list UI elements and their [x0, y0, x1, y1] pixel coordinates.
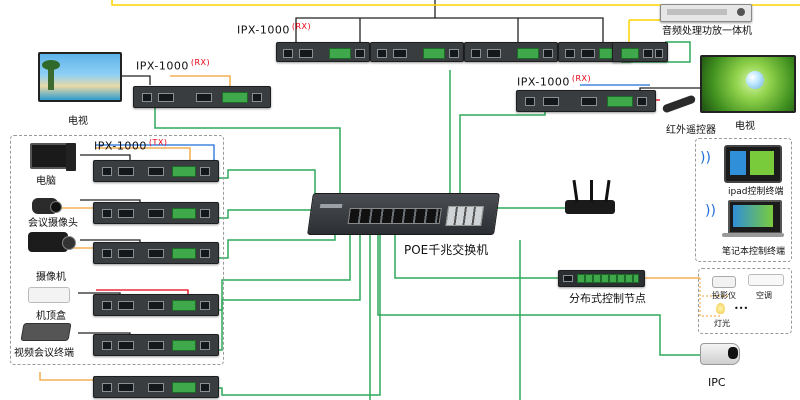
- tv-left-label: 电视: [68, 116, 88, 127]
- wifi-icon-laptop: )): [705, 203, 716, 219]
- ac-label: 空调: [756, 291, 772, 300]
- rx-left-tag: (RX): [190, 58, 211, 67]
- tv-left-screen: [38, 52, 122, 102]
- camcorder-icon: [28, 232, 68, 252]
- source-label-0: 电脑: [36, 176, 56, 187]
- tx-device-2: [93, 202, 219, 224]
- laptop-base-icon: [722, 233, 784, 237]
- rx-right-tag: (RX): [571, 74, 592, 83]
- light-bulb-icon: [716, 303, 725, 314]
- projector-label: 投影仪: [712, 291, 736, 300]
- tx-model: IPX-1000(TX): [94, 138, 167, 153]
- rx-top-model-name: IPX-1000: [237, 23, 290, 37]
- source-label-1: 会议摄像头: [28, 218, 78, 229]
- rx-top-2: [370, 42, 464, 62]
- rx-top-3: [464, 42, 558, 62]
- tx-tag: (TX): [148, 138, 168, 147]
- laptop-terminal-icon: [728, 200, 782, 234]
- camcorder-lens-icon: [62, 236, 76, 250]
- computer-icon: [30, 143, 68, 169]
- rx-top-1: [276, 42, 370, 62]
- rx-right-model: IPX-1000(RX): [517, 74, 591, 89]
- tv-right-label: 电视: [735, 121, 755, 132]
- tx-device-4: [93, 294, 219, 316]
- laptop-label: 笔记本控制终端: [722, 247, 786, 257]
- router-antennas: [572, 179, 612, 203]
- tv-right-screen: [700, 55, 796, 113]
- tx-device-1: [93, 160, 219, 182]
- tx-device-5: [93, 334, 219, 356]
- video-conference-terminal-icon: [20, 323, 72, 341]
- set-top-box-icon: [28, 287, 70, 303]
- rx-left-device: [133, 86, 271, 108]
- tx-device-3: [93, 242, 219, 264]
- computer-tower-icon: [66, 143, 76, 171]
- peripheral-group: [698, 268, 792, 334]
- rx-top-model: IPX-1000(RX): [237, 22, 311, 37]
- ipad-label: ipad控制终端: [728, 187, 784, 197]
- air-conditioner-icon: [748, 274, 784, 286]
- control-terminal-group: [695, 138, 792, 262]
- audio-amplifier: [660, 4, 752, 22]
- rx-top-tag: (RX): [291, 22, 312, 31]
- wifi-icon-ipad: )): [700, 150, 711, 166]
- tx-device-6: [93, 376, 219, 398]
- light-label: 灯光: [714, 319, 730, 328]
- rx-left-model-name: IPX-1000: [136, 59, 189, 73]
- switch-label: POE千兆交换机: [404, 243, 489, 257]
- distributed-control-node: [558, 270, 645, 287]
- rx-left-model: IPX-1000(RX): [136, 58, 210, 73]
- ellipsis-label: •••: [734, 304, 749, 313]
- rx-right-model-name: IPX-1000: [517, 75, 570, 89]
- remote-label: 红外遥控器: [666, 125, 716, 136]
- rx-right-device: [516, 90, 656, 112]
- rx-top-5: [612, 42, 668, 62]
- source-label-2: 摄像机: [36, 272, 66, 283]
- control-node-label: 分布式控制节点: [569, 292, 646, 305]
- ipc-label: IPC: [708, 376, 726, 389]
- tx-model-name: IPX-1000: [94, 139, 147, 153]
- source-label-3: 机顶盒: [36, 311, 66, 322]
- projector-icon: [712, 276, 736, 288]
- conference-camera-lens: [50, 201, 62, 213]
- wireless-router-icon: [565, 200, 615, 214]
- ipc-lens-icon: [728, 347, 738, 359]
- source-group: [10, 135, 224, 365]
- source-label-4: 视频会议终端: [14, 348, 74, 359]
- amplifier-label: 音频处理功放一体机: [662, 26, 752, 37]
- poe-switch: [307, 193, 500, 235]
- ipad-terminal-icon: [724, 145, 782, 183]
